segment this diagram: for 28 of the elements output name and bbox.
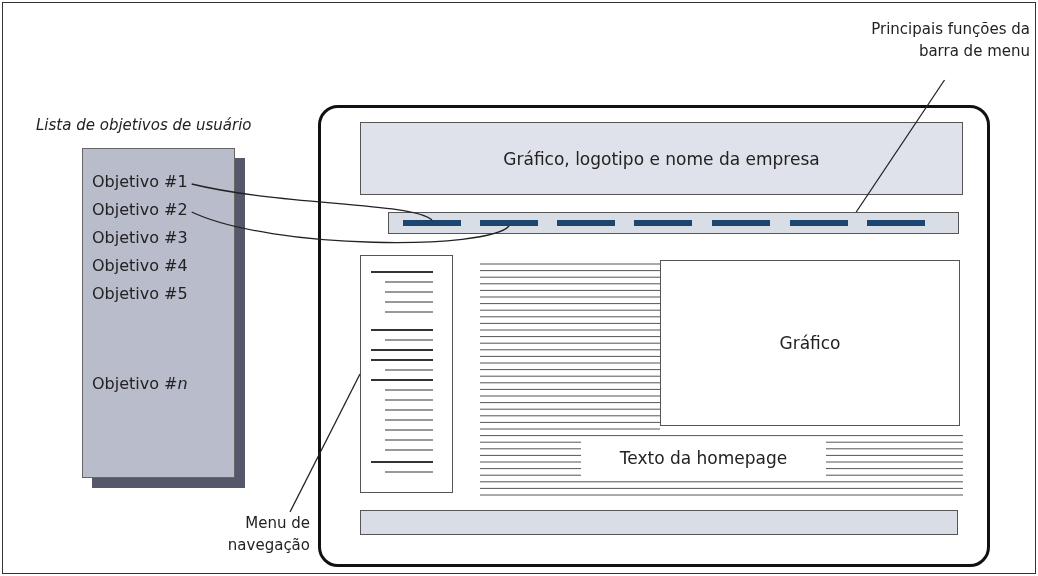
list-heading: Lista de objetivos de usuário [36,116,252,134]
connector-curve [191,183,433,221]
annotation-text: Principais funções da barra de menu [840,18,1030,78]
graphic-area [660,260,960,426]
menu-item-bar [403,220,461,226]
leader-line [855,79,946,213]
menu-item-bar [480,220,538,226]
goal-item: Objetivo #3 [92,228,188,252]
menu-bar [388,212,959,234]
goal-item: Objetivo #4 [92,256,188,280]
goal-item: Objetivo #n [92,374,188,398]
browser-window-frame [318,105,990,567]
annotation-text: Menu de navegação [190,512,310,560]
header-banner [360,122,963,195]
footer-bar [360,510,958,535]
navigation-panel [360,255,453,493]
menu-item-bar [790,220,848,226]
menu-item-bar [557,220,615,226]
goal-item: Objetivo #1 [92,172,188,196]
leader-line [289,373,361,513]
goal-item: Objetivo #2 [92,200,188,224]
menu-item-bar [634,220,692,226]
menu-item-bar [712,220,770,226]
text-label: Texto da homepage [581,438,826,478]
goal-item: Objetivo #5 [92,284,188,308]
menu-item-bar [867,220,925,226]
graphic-label: Gráfico [778,333,842,353]
banner-text: Gráfico, logotipo e nome da empresa [502,148,821,169]
